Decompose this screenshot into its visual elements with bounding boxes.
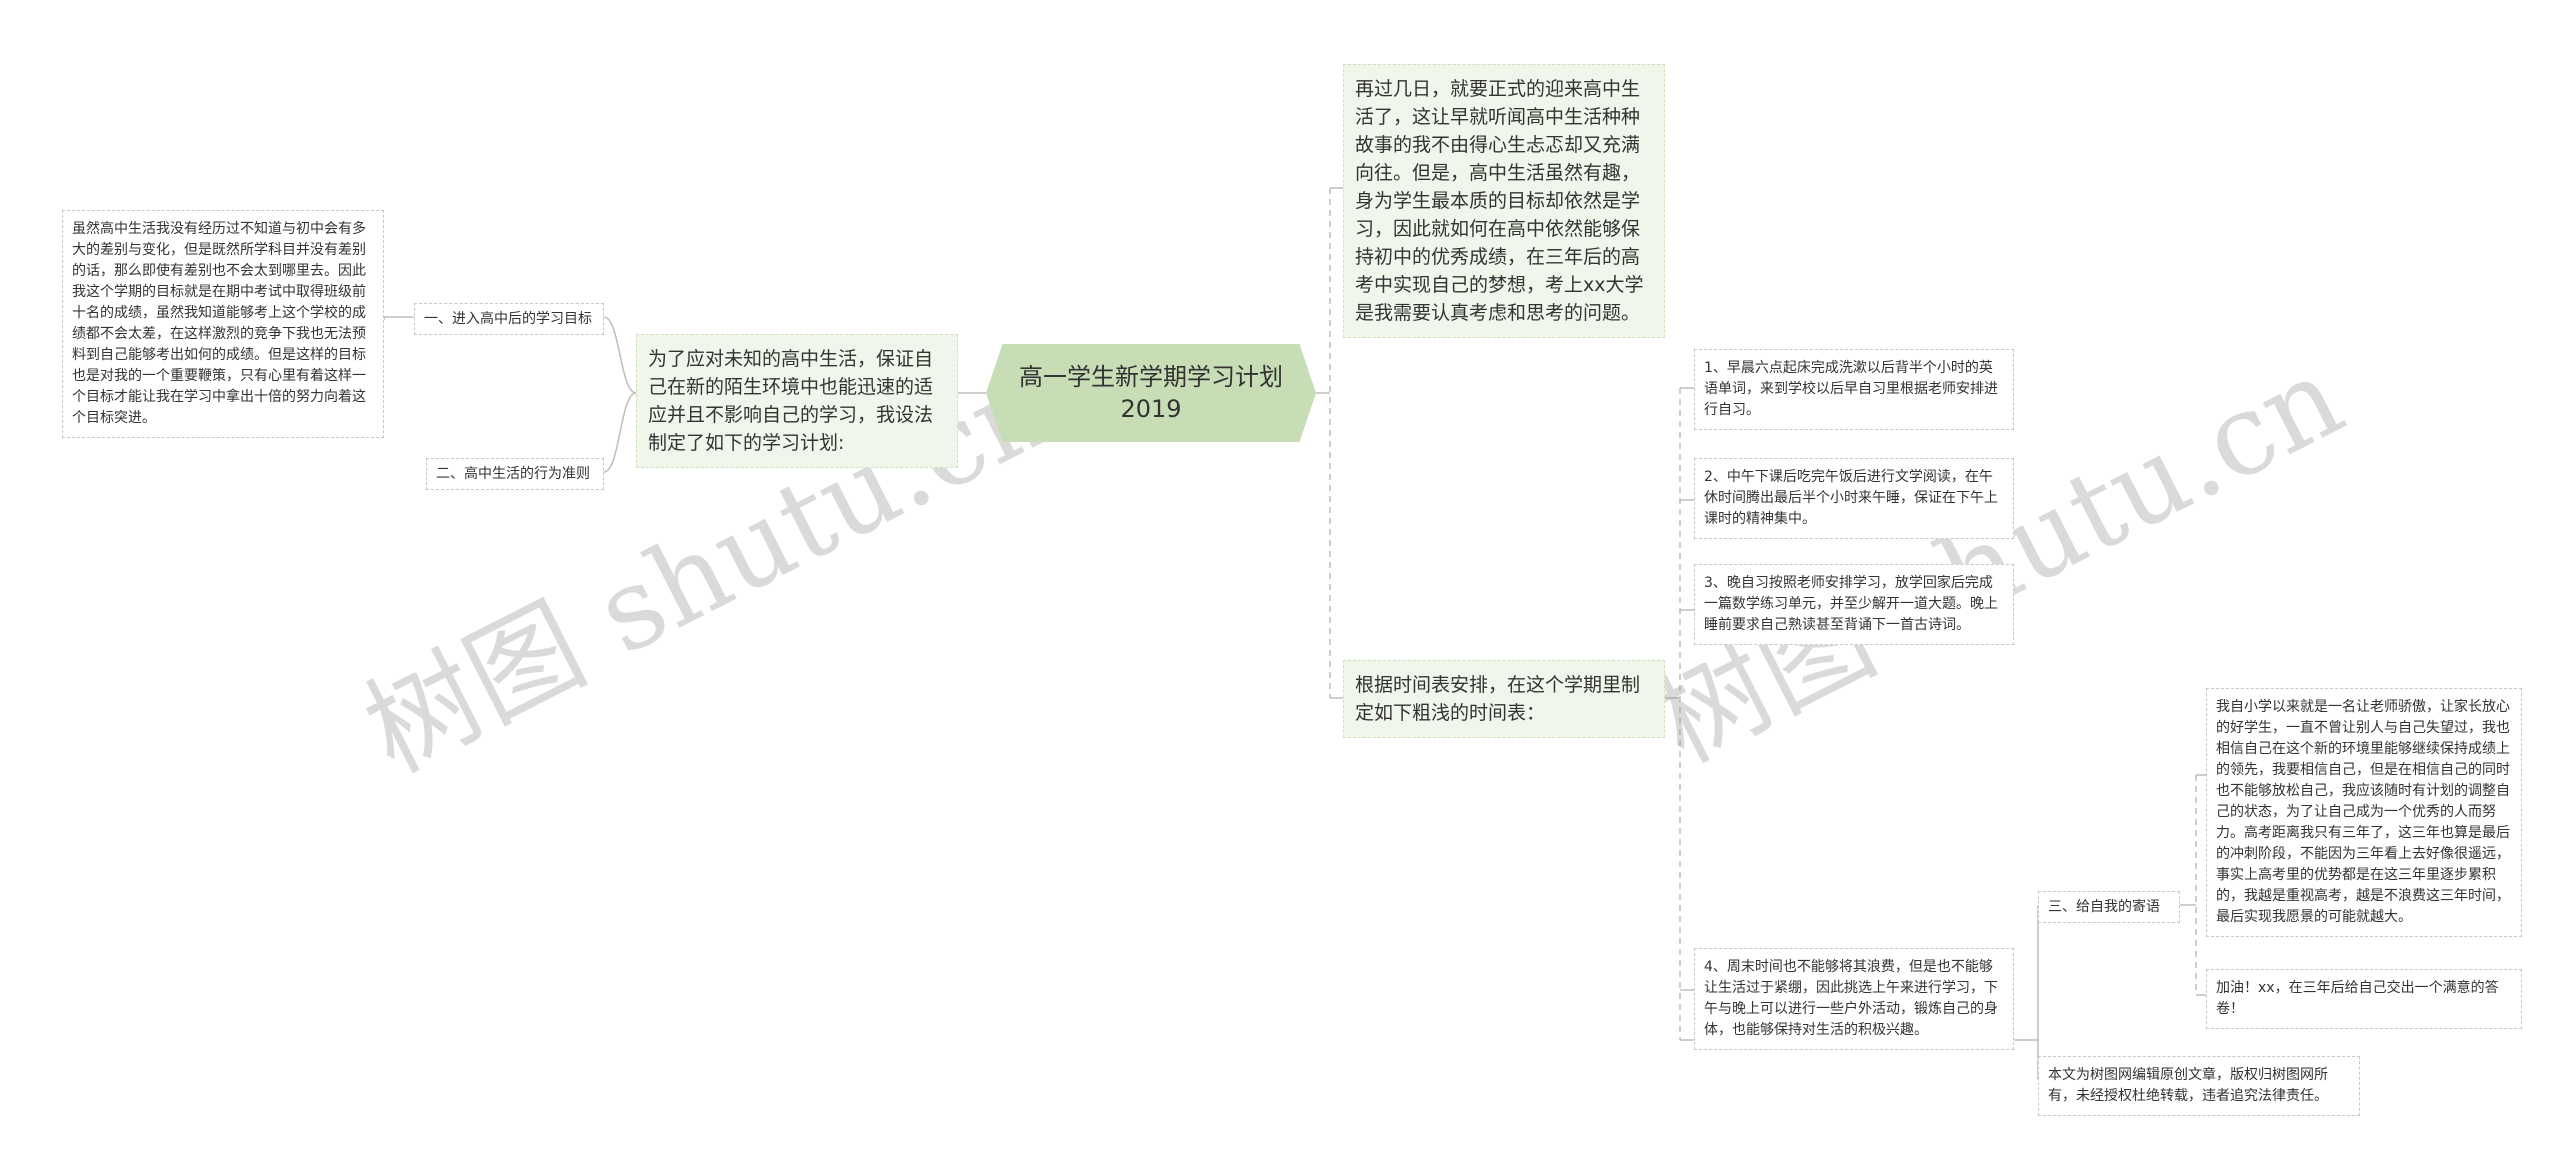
self-message-text[interactable]: 我自小学以来就是一名让老师骄傲，让家长放心的好学生，一直不曾让别人与自己失望过，… [2206,688,2522,937]
goal-topic-label[interactable]: 一、进入高中后的学习目标 [414,303,604,335]
timetable-item-3[interactable]: 3、晚自习按照老师安排学习，放学回家后完成一篇数学练习单元，并至少解开一道大题。… [1694,564,2014,645]
timetable-topic[interactable]: 根据时间表安排，在这个学期里制定如下粗浅的时间表： [1343,660,1665,738]
timetable-item-1[interactable]: 1、早晨六点起床完成洗漱以后背半个小时的英语单词，来到学校以后早自习里根据老师安… [1694,349,2014,430]
intro-topic[interactable]: 再过几日，就要正式的迎来高中生活了，这让早就听闻高中生活种种故事的我不由得心生忐… [1343,64,1665,338]
conduct-topic-label[interactable]: 二、高中生活的行为准则 [426,458,604,490]
timetable-item-2[interactable]: 2、中午下课后吃完午饭后进行文学阅读，在午休时间腾出最后半个小时来午睡，保证在下… [1694,458,2014,539]
self-message-label[interactable]: 三、给自我的寄语 [2038,891,2180,923]
goal-detail-text[interactable]: 虽然高中生活我没有经历过不知道与初中会有多大的差别与变化，但是既然所学科目并没有… [62,210,384,438]
root-topic[interactable]: 高一学生新学期学习计划2019 [986,344,1316,442]
encouragement-text[interactable]: 加油！xx，在三年后给自己交出一个满意的答卷！ [2206,969,2522,1029]
timetable-item-4[interactable]: 4、周末时间也不能够将其浪费，但是也不能够让生活过于紧绷，因此挑选上午来进行学习… [1694,948,2014,1050]
left-branch-topic[interactable]: 为了应对未知的高中生活，保证自己在新的陌生环境中也能迅速的适应并且不影响自己的学… [636,334,958,468]
copyright-footer[interactable]: 本文为树图网编辑原创文章，版权归树图网所有，未经授权杜绝转载，违者追究法律责任。 [2038,1056,2360,1116]
